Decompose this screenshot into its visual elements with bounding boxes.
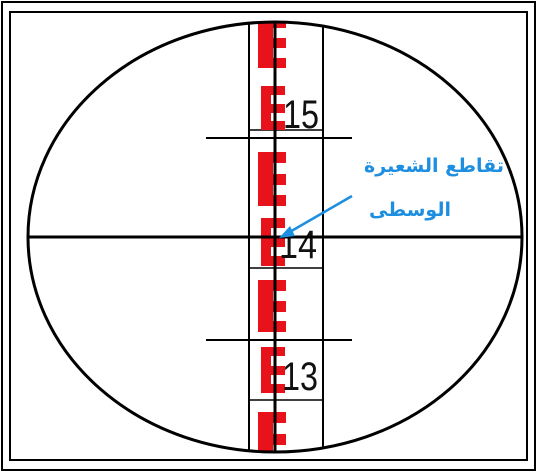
- graduation-mark: [261, 218, 271, 266]
- annotation-label-line2: الوسطى: [369, 199, 451, 221]
- graduation-mark: [258, 152, 273, 206]
- graduation-mark: [258, 280, 273, 332]
- staff-number-14: 14: [279, 223, 317, 267]
- staff-number-13: 13: [282, 355, 318, 399]
- graduation-mark: [258, 18, 273, 68]
- graduation-mark: [261, 347, 271, 393]
- annotation-label-line1: تقاطع الشعيرة: [364, 155, 504, 177]
- graduation-mark: [261, 86, 271, 130]
- staff-number-15: 15: [283, 93, 319, 137]
